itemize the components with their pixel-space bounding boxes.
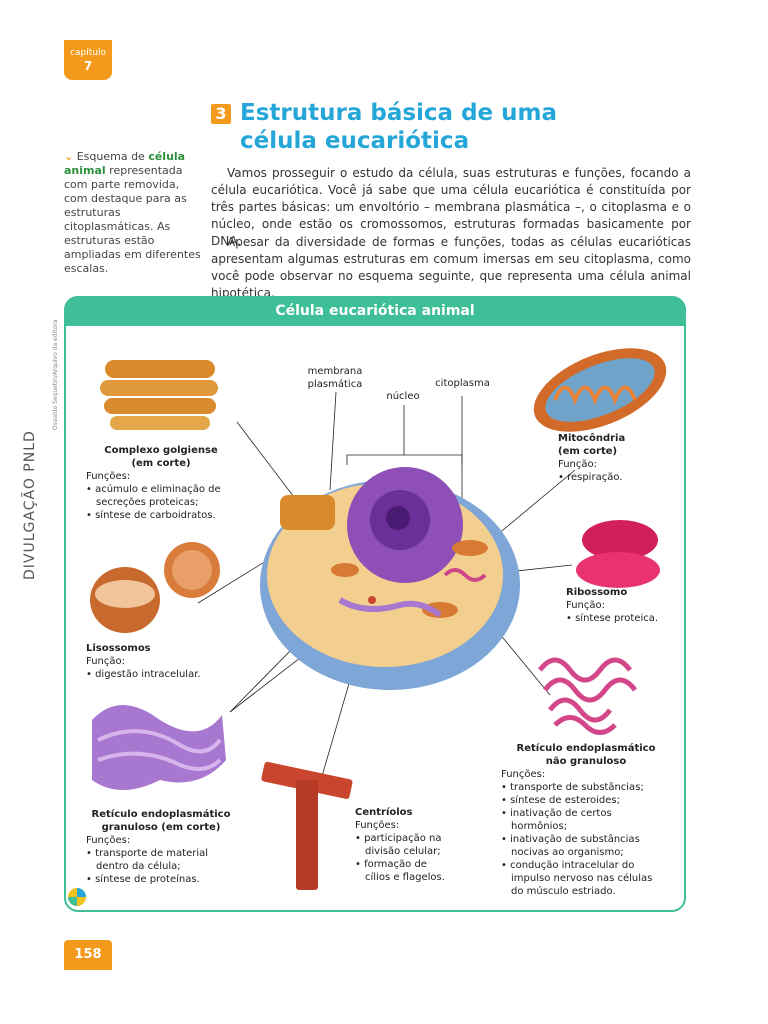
centriolos-item: cílios e flagelos. <box>365 872 445 883</box>
chevron-down-icon: ⌄ <box>64 150 74 163</box>
panel-title: Célula eucariótica animal <box>64 296 686 326</box>
golgi-name2: (em corte) <box>131 458 191 469</box>
cell-body <box>260 467 520 690</box>
ser-item: • inativação de substâncias <box>501 834 640 845</box>
caption-post: representada com parte removida, com des… <box>64 164 201 275</box>
centriolos-name: Centríolos <box>355 807 413 818</box>
ser-name: Retículo endoplasmático <box>516 743 656 754</box>
ser-item: do músculo estriado. <box>511 886 616 897</box>
side-caption: ⌄ Esquema de célula animal representada … <box>64 150 204 276</box>
label-membrana-line2: plasmática <box>307 379 363 390</box>
ser-item: • condução intracelular do <box>501 860 635 871</box>
publisher-logo <box>68 888 86 906</box>
label-mitocondria: Mitocôndria (em corte) Função: • respira… <box>558 432 668 484</box>
smooth-er-illustration <box>538 657 637 735</box>
section-title: Estrutura básica de uma célula eucarióti… <box>240 99 660 155</box>
mitocondria-item: • respiração. <box>558 472 623 483</box>
chapter-number: 7 <box>83 59 93 73</box>
centriole-illustration <box>261 761 353 890</box>
mitocondria-name: Mitocôndria <box>558 433 626 444</box>
label-citoplasma: citoplasma <box>435 378 490 389</box>
rer-item: dentro da célula; <box>96 861 181 872</box>
golgi-func: Funções: <box>86 471 131 482</box>
caption-pre: Esquema de <box>76 150 149 163</box>
label-nucleo: núcleo <box>386 391 420 402</box>
rer-name2: granuloso (em corte) <box>101 822 221 833</box>
mitocondria-name2: (em corte) <box>558 446 618 457</box>
ribossomo-func: Função: <box>566 600 605 611</box>
golgi-name: Complexo golgiense <box>104 445 218 456</box>
ribossomo-name: Ribossomo <box>566 587 628 598</box>
label-centriolos: Centríolos Funções: • participação na di… <box>355 806 465 884</box>
label-membrana-line1: membrana <box>307 366 363 377</box>
section-title-line1: Estrutura básica de uma <box>240 100 558 126</box>
lisossomos-item: • digestão intracelular. <box>86 669 201 680</box>
centriolos-item: • participação na <box>355 833 442 844</box>
label-golgi: Complexo golgiense (em corte) Funções: •… <box>86 444 246 522</box>
ser-func: Funções: <box>501 769 546 780</box>
ser-name2: não granuloso <box>545 756 627 767</box>
golgi-item: secreções proteicas; <box>96 497 199 508</box>
ser-item: • síntese de esteroides; <box>501 795 620 806</box>
page-number: 158 <box>64 940 112 970</box>
ribossomo-item: • síntese proteica. <box>566 613 659 624</box>
golgi-item: • acúmulo e eliminação de <box>86 484 221 495</box>
rough-er-illustration <box>92 705 226 790</box>
chapter-label: capítulo <box>70 48 106 58</box>
section-title-line2: célula eucariótica <box>240 128 470 154</box>
rer-item: • síntese de proteínas. <box>86 874 200 885</box>
section-number: 3 <box>211 104 231 124</box>
rer-func: Funções: <box>86 835 131 846</box>
ser-item: nocivas ao organismo; <box>511 847 624 858</box>
label-ser: Retículo endoplasmático não granuloso Fu… <box>501 742 681 898</box>
paragraph-1: Vamos prosseguir o estudo da célula, sua… <box>211 166 691 248</box>
centriolos-item: • formação de <box>355 859 427 870</box>
caption-highlight: célula animal <box>64 150 186 177</box>
ribosome-illustration <box>576 520 660 588</box>
ser-item: • inativação de certos <box>501 808 612 819</box>
centriolos-item: divisão celular; <box>365 846 441 857</box>
lysosome-illustration <box>90 542 220 633</box>
label-ribossomo: Ribossomo Função: • síntese proteica. <box>566 586 676 625</box>
ser-item: hormônios; <box>511 821 568 832</box>
ser-item: • transporte de substâncias; <box>501 782 644 793</box>
golgi-item: • síntese de carboidratos. <box>86 510 216 521</box>
lisossomos-func: Função: <box>86 656 125 667</box>
centriolos-func: Funções: <box>355 820 400 831</box>
ser-item: impulso nervoso nas células <box>511 873 653 884</box>
label-lisossomos: Lisossomos Função: • digestão intracelul… <box>86 642 246 681</box>
label-rer: Retículo endoplasmático granuloso (em co… <box>86 808 256 886</box>
lisossomos-name: Lisossomos <box>86 643 151 654</box>
mitocondria-func: Função: <box>558 459 597 470</box>
mitochondrion-illustration <box>533 348 667 432</box>
chapter-tab: capítulo 7 <box>64 40 112 80</box>
rer-item: • transporte de material <box>86 848 209 859</box>
rer-name: Retículo endoplasmático <box>91 809 231 820</box>
golgi-illustration <box>100 360 218 430</box>
label-membrana: membrana plasmática <box>290 365 380 391</box>
